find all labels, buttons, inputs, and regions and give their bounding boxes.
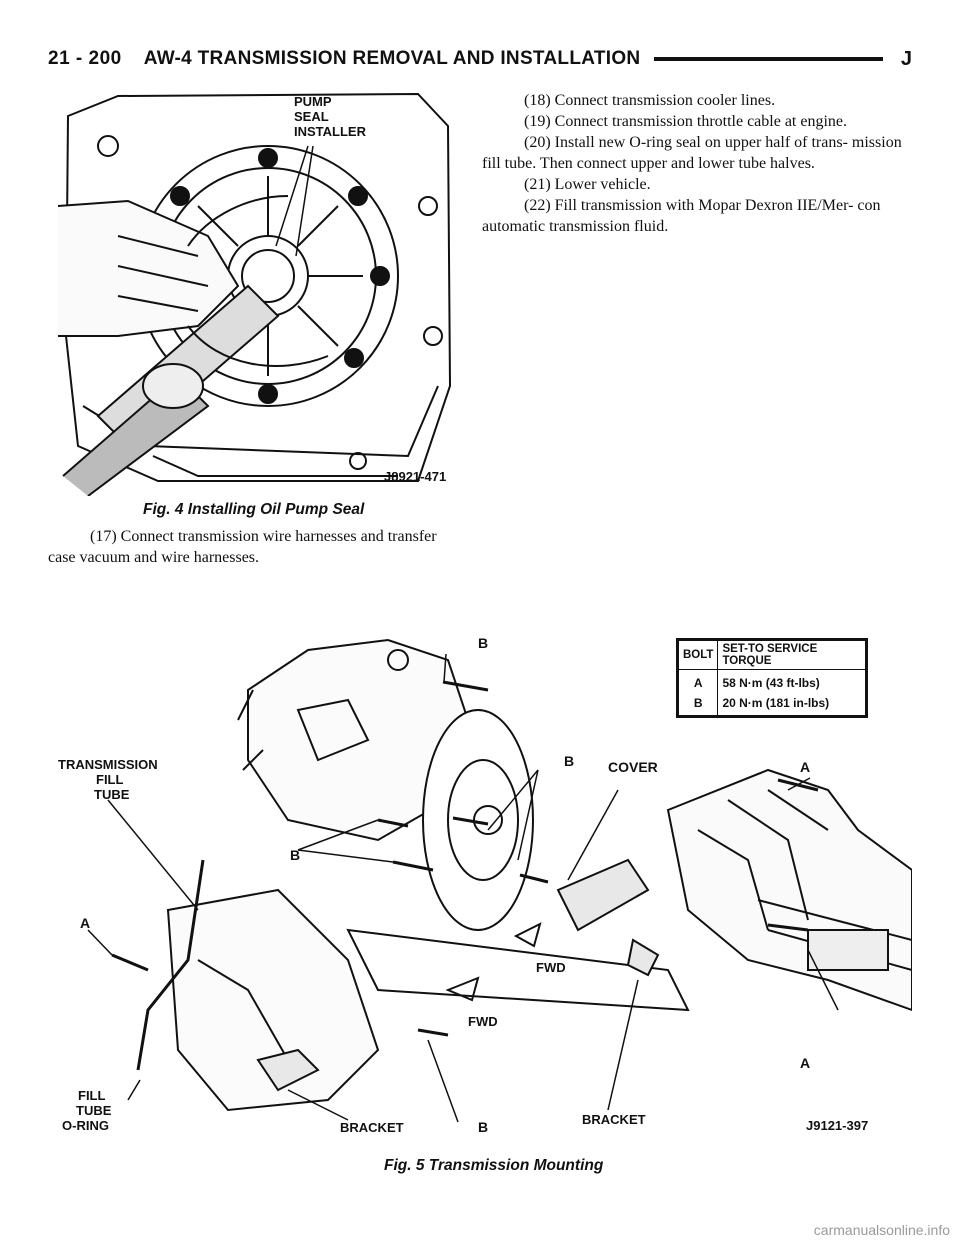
step-22: (22) Fill transmission with Mopar Dexron… <box>482 197 881 235</box>
label-b-bottom: B <box>478 1119 488 1135</box>
section-letter: J <box>900 47 912 70</box>
step-20: (20) Install new O-ring seal on upper ha… <box>482 134 902 172</box>
page-number: 21 - 200 <box>48 48 122 69</box>
header-rule <box>654 57 883 61</box>
label-oring: O-RING <box>62 1118 109 1133</box>
label-a-bottom: A <box>800 1055 810 1071</box>
figure-5-caption: Fig. 5 Transmission Mounting <box>384 1157 604 1174</box>
label-b-mid: B <box>564 753 574 769</box>
label-bracket-right: BRACKET <box>582 1112 646 1127</box>
label-fill-2: FILL <box>78 1088 105 1103</box>
torque-bolt-cell: A B <box>677 669 719 716</box>
torque-table: BOLT SET-TO SERVICE TORQUE A B 58 N·m (4… <box>676 638 868 718</box>
label-b-top: B <box>478 635 488 651</box>
torque-header-torque: SET-TO SERVICE TORQUE <box>717 640 866 670</box>
torque-header-bolt: BOLT <box>677 640 719 670</box>
bolt-b: B <box>693 695 703 710</box>
label-a-left: A <box>80 915 90 931</box>
label-fill: FILL <box>96 772 123 787</box>
torque-b: 20 N·m (181 in-lbs) <box>722 695 830 710</box>
label-seal: SEAL <box>294 109 329 124</box>
figure-5-code: J9121-397 <box>806 1118 868 1133</box>
label-bracket-left: BRACKET <box>340 1120 404 1135</box>
label-pump: PUMP <box>294 94 332 109</box>
label-fwd-2: FWD <box>468 1014 498 1029</box>
step-21: (21) Lower vehicle. <box>524 176 651 193</box>
torque-value-cell: 58 N·m (43 ft-lbs) 20 N·m (181 in-lbs) <box>717 669 866 716</box>
label-tube-2: TUBE <box>76 1103 112 1118</box>
label-b-left: B <box>290 847 300 863</box>
page-title: AW-4 TRANSMISSION REMOVAL AND INSTALLATI… <box>143 48 641 69</box>
watermark: carmanualsonline.info <box>813 1222 950 1238</box>
figure-4-caption: Fig. 4 Installing Oil Pump Seal <box>143 501 365 518</box>
label-installer: INSTALLER <box>294 124 367 139</box>
step-18: (18) Connect transmission cooler lines. <box>524 92 776 109</box>
label-tube: TUBE <box>94 787 130 802</box>
bolt-a: A <box>693 675 703 690</box>
figure-4-illustration: PUMP SEAL INSTALLER J8921-471 <box>58 92 452 496</box>
figure-4-code: J8921-471 <box>384 469 446 484</box>
figure-5-illustration: TRANSMISSION FILL TUBE B B B B COVER A A… <box>58 635 912 1135</box>
label-fwd-1: FWD <box>536 960 566 975</box>
label-a-top: A <box>800 759 810 775</box>
left-column-text: (17) Connect transmission wire harnesses… <box>48 526 456 568</box>
label-cover: COVER <box>608 759 658 775</box>
page-header: 21 - 200 AW-4 TRANSMISSION REMOVAL AND I… <box>48 44 912 74</box>
step-19: (19) Connect transmission throttle cable… <box>524 113 848 130</box>
right-column-text: (18) Connect transmission cooler lines. … <box>482 90 912 237</box>
torque-a: 58 N·m (43 ft-lbs) <box>722 675 820 690</box>
label-transmission: TRANSMISSION <box>58 757 158 772</box>
step-17: (17) Connect transmission wire harnesses… <box>48 528 437 566</box>
